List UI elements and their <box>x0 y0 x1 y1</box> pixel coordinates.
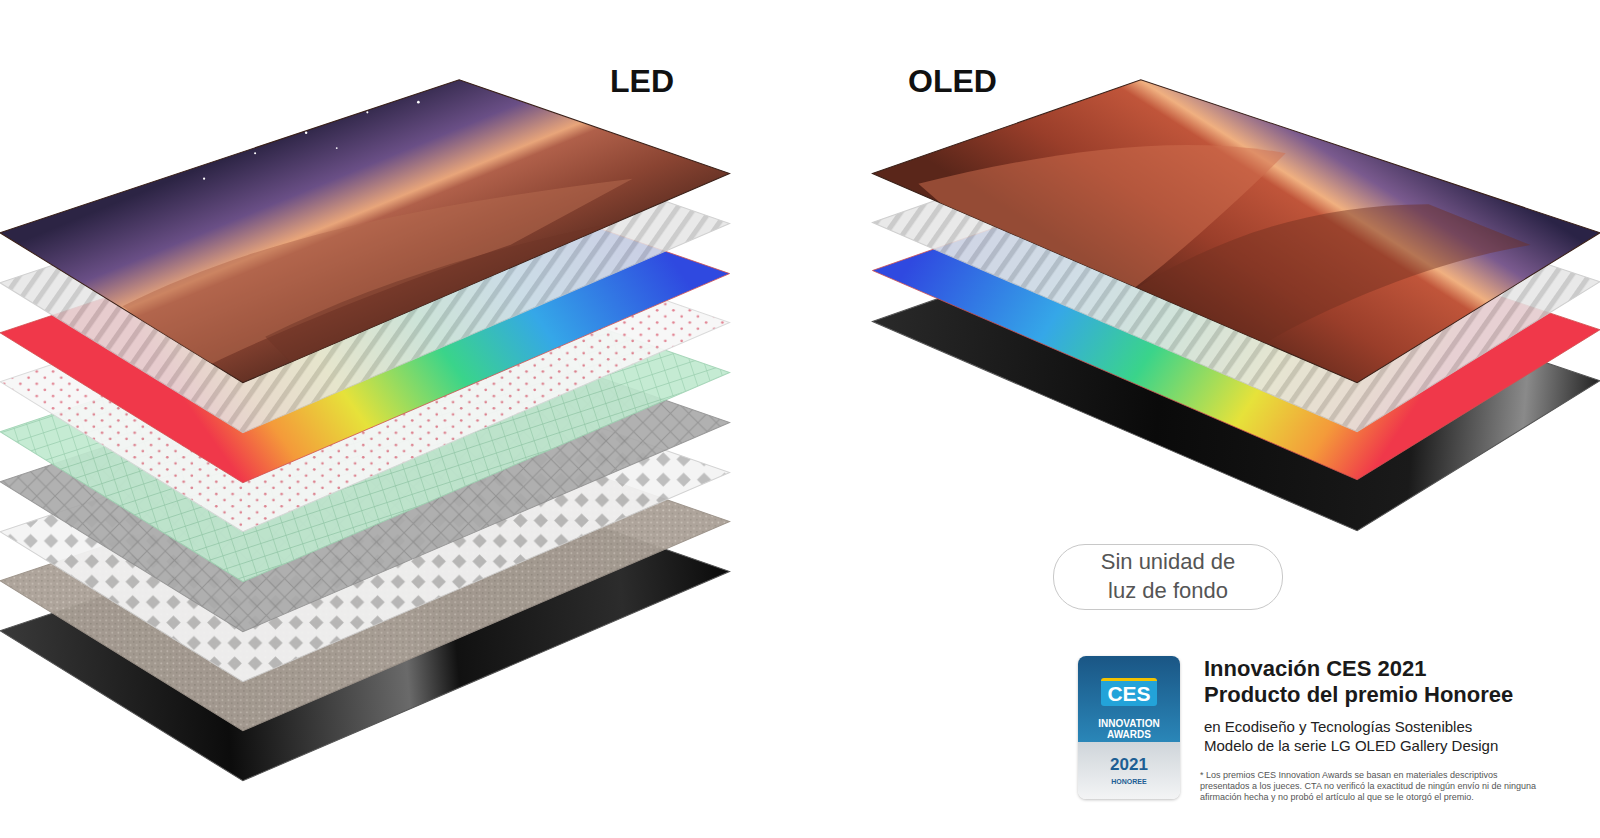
led-screen-image <box>0 80 730 383</box>
oled-stack <box>872 80 1600 531</box>
badge-logo: CES <box>1078 678 1180 706</box>
desert-dunes <box>918 106 1552 367</box>
badge-text-run: 2021 <box>1110 755 1148 774</box>
stack-heading: LED <box>610 62 674 100</box>
pill-text: Sin unidad de luz de fondo <box>1088 548 1248 605</box>
award-footnote: * Los premios CES Innovation Awards se b… <box>1200 770 1540 802</box>
award-subtitle: en Ecodiseño y Tecnologías Sostenibles M… <box>1204 718 1509 756</box>
desert-dunes <box>122 101 729 378</box>
led-stack <box>0 80 730 781</box>
badge-text-run: INNOVATION AWARDS <box>1098 718 1159 740</box>
badge-status: HONOREE <box>1078 778 1180 786</box>
award-heading: Innovación CES 2021 Producto del premio … <box>1204 656 1522 709</box>
badge-year: 2021 <box>1078 756 1180 775</box>
info-pill: Sin unidad de luz de fondo <box>1053 544 1283 610</box>
oled-screen-image <box>872 80 1600 383</box>
award-badge: CES INNOVATION AWARDS 2021HONOREE <box>1078 656 1180 799</box>
badge-text-run: CES <box>1101 678 1156 706</box>
badge-text-run: HONOREE <box>1111 778 1146 785</box>
stack-heading: OLED <box>908 62 997 100</box>
badge-award-name: INNOVATION AWARDS <box>1078 718 1180 740</box>
